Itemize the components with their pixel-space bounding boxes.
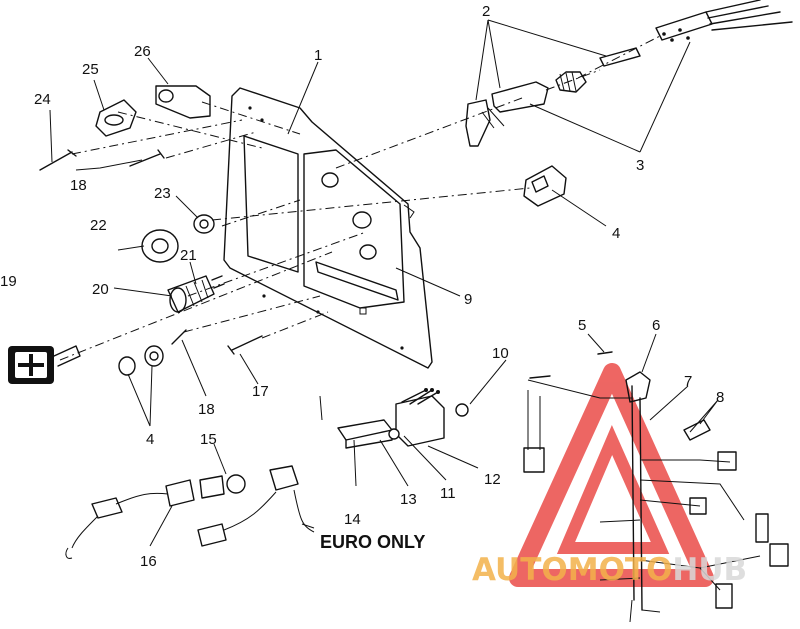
callout-labels: 1 2 3 4 4 5 6 7 8 9 10 11 12 13 14 15 16… — [0, 3, 724, 570]
callout-23: 23 — [154, 185, 171, 202]
switch-assembly — [465, 0, 793, 147]
callout-4-left: 4 — [146, 431, 154, 448]
leader-lines — [49, 19, 719, 547]
callout-12: 12 — [484, 471, 501, 488]
callout-5: 5 — [578, 317, 586, 334]
main-wiring-harness — [523, 351, 789, 623]
callout-14: 14 — [344, 511, 361, 528]
callout-6: 6 — [652, 317, 660, 334]
callout-11: 11 — [440, 485, 456, 502]
callout-25: 25 — [82, 61, 99, 78]
euro-only-note: EURO ONLY — [320, 532, 425, 552]
callout-18-lower: 18 — [198, 401, 215, 418]
callout-19: 19 — [0, 273, 17, 290]
callout-9: 9 — [464, 291, 472, 308]
callout-3: 3 — [636, 157, 644, 174]
relay-group — [319, 388, 469, 449]
left-hardware — [8, 85, 263, 384]
watermark-logo — [509, 363, 714, 587]
callout-4-right: 4 — [612, 225, 620, 242]
callout-21: 21 — [180, 247, 197, 264]
dash-panel — [223, 87, 433, 369]
callout-8: 8 — [716, 389, 724, 406]
euro-harness — [65, 465, 315, 559]
projection-lines — [59, 35, 661, 361]
toggle-switch — [523, 165, 567, 207]
callout-18-upper: 18 — [70, 177, 87, 194]
callout-7: 7 — [684, 373, 692, 390]
callout-15: 15 — [200, 431, 217, 448]
callout-24: 24 — [34, 91, 51, 108]
callout-22: 22 — [90, 217, 107, 234]
callout-10: 10 — [492, 345, 509, 362]
callout-13: 13 — [400, 491, 417, 508]
watermark-text: AUTOMOTOHUB — [472, 552, 747, 588]
callout-2: 2 — [482, 3, 490, 20]
callout-17: 17 — [252, 383, 269, 400]
callout-1: 1 — [314, 47, 322, 64]
callout-16: 16 — [140, 553, 157, 570]
callout-26: 26 — [134, 43, 151, 60]
callout-20: 20 — [92, 281, 109, 298]
